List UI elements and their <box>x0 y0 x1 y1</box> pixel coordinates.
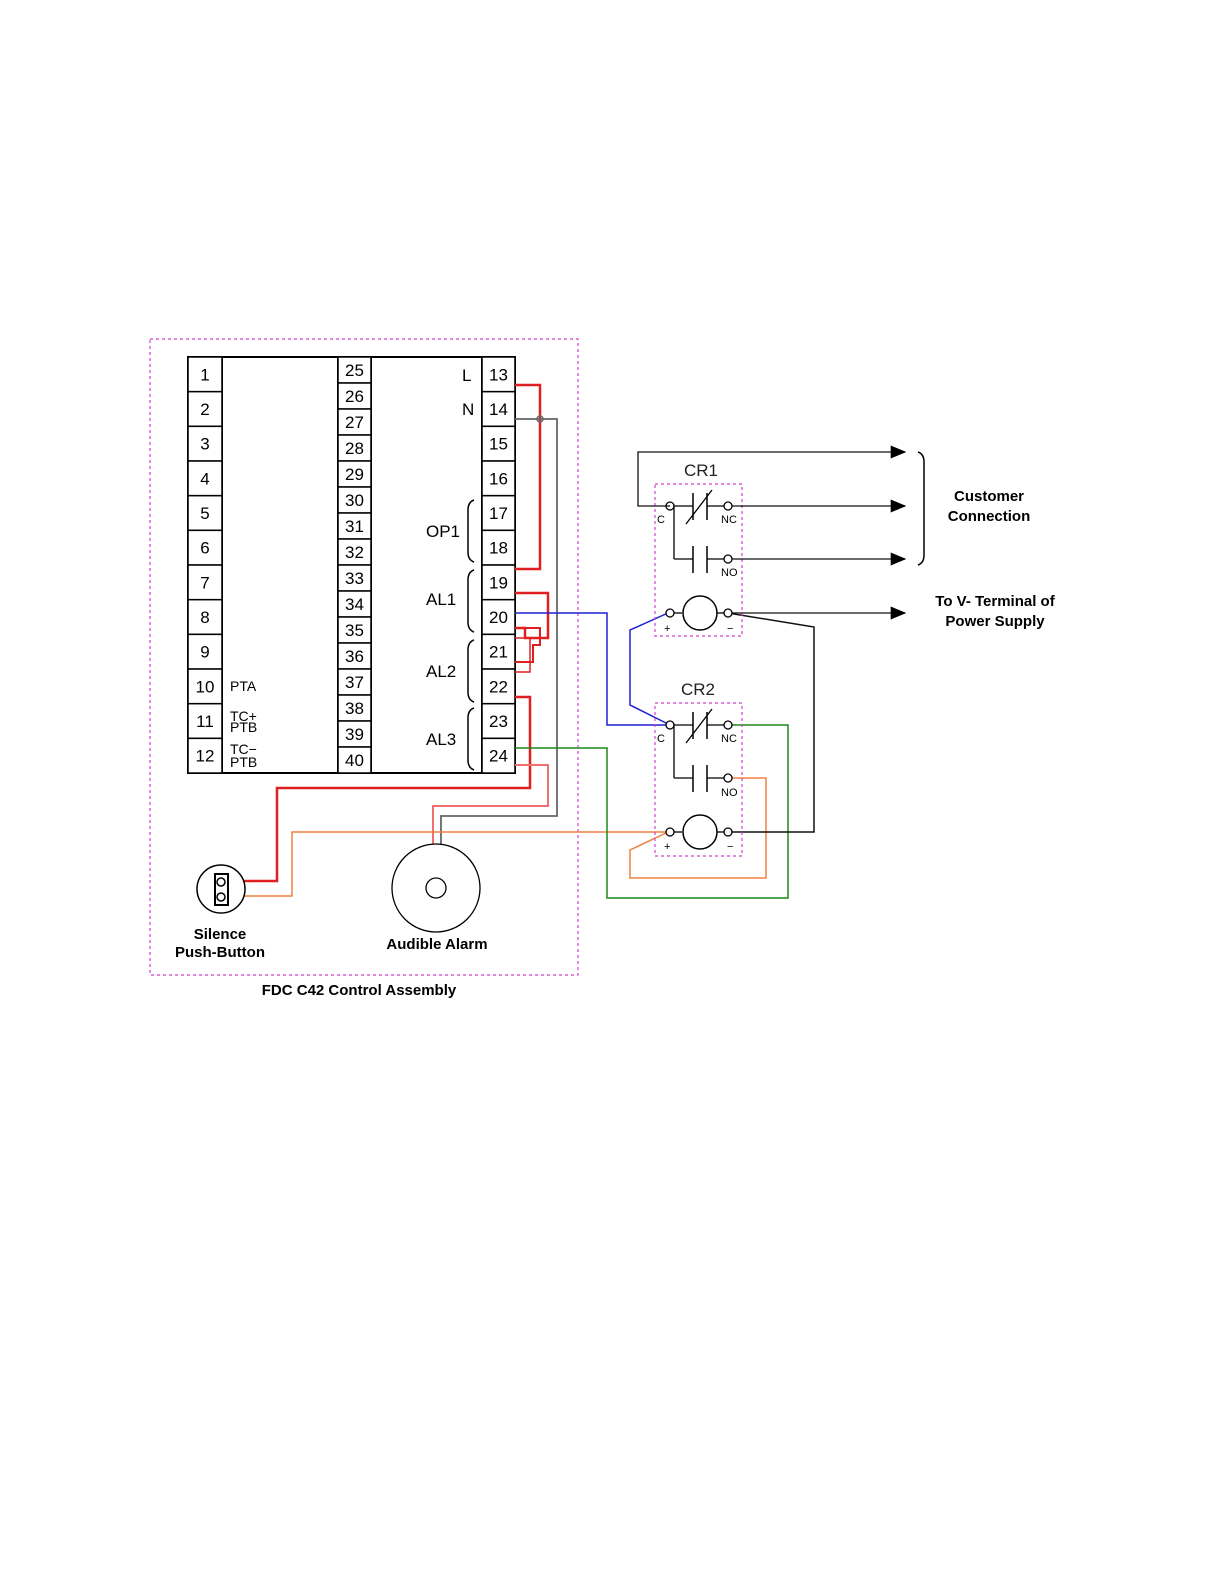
terminal-26: 26 <box>345 387 364 406</box>
terminal-20: 20 <box>489 608 508 627</box>
terminal-16: 16 <box>489 469 508 488</box>
group-al1: AL1 <box>426 590 456 609</box>
cr1-label: CR1 <box>684 461 718 480</box>
cr1-c-label: C <box>657 514 665 526</box>
cr1-coil <box>683 596 717 630</box>
silence-label-2: Push-Button <box>175 944 265 961</box>
label-n: N <box>462 400 474 419</box>
alarm-label: Audible Alarm <box>386 936 487 953</box>
terminal-5: 5 <box>200 504 209 523</box>
wire-red-20-21 <box>515 628 540 662</box>
terminal-29: 29 <box>345 465 364 484</box>
terminal-12: 12 <box>196 747 215 766</box>
terminal-32: 32 <box>345 543 364 562</box>
group-op1: OP1 <box>426 522 460 541</box>
middle-terminal-column: 25 26 27 28 29 30 31 32 33 34 35 36 37 38 39 40 <box>338 357 371 773</box>
terminal-23: 23 <box>489 712 508 731</box>
terminal-3: 3 <box>200 435 209 454</box>
assembly-label: FDC C42 Control Assembly <box>262 982 457 999</box>
wire-red-13-18 <box>515 385 540 569</box>
terminal-4: 4 <box>200 469 209 488</box>
terminal-34: 34 <box>345 595 364 614</box>
cr1-nc-label: NC <box>721 514 737 526</box>
label-l: L <box>462 366 471 385</box>
terminal-10: 10 <box>196 677 215 696</box>
customer-label-2: Connection <box>948 508 1031 525</box>
left-terminal-column: 123456789101112 <box>188 357 222 773</box>
vminus-label-2: Power Supply <box>945 613 1045 630</box>
cr2-c-label: C <box>657 733 665 745</box>
terminal-35: 35 <box>345 621 364 640</box>
group-al2: AL2 <box>426 662 456 681</box>
wire-black-coil-minus <box>728 613 814 832</box>
terminal-38: 38 <box>345 699 364 718</box>
terminal-17: 17 <box>489 504 508 523</box>
terminal-11: 11 <box>196 712 214 731</box>
terminal-25: 25 <box>345 361 364 380</box>
terminal-13: 13 <box>489 365 508 384</box>
cr2-no-label: NO <box>721 787 738 799</box>
cr2-plus: + <box>664 841 670 853</box>
terminal-9: 9 <box>200 643 209 662</box>
terminal-21: 21 <box>489 643 508 662</box>
wire-green-24-cr2nc <box>515 725 788 898</box>
label-ptb-12: PTB <box>230 754 257 770</box>
terminal-39: 39 <box>345 725 364 744</box>
terminal-14: 14 <box>489 400 508 419</box>
cr2-coil <box>683 815 717 849</box>
cr2-label: CR2 <box>681 680 715 699</box>
terminal-40: 40 <box>345 751 364 770</box>
terminal-22: 22 <box>489 677 508 696</box>
group-al3: AL3 <box>426 730 456 749</box>
cr1-minus: − <box>727 623 733 635</box>
silence-label-1: Silence <box>194 926 247 943</box>
vminus-label-1: To V- Terminal of <box>935 593 1055 610</box>
customer-brace <box>918 452 924 565</box>
label-ptb-11: PTB <box>230 719 257 735</box>
terminal-19: 19 <box>489 573 508 592</box>
terminal-33: 33 <box>345 569 364 588</box>
terminal-24: 24 <box>489 747 508 766</box>
customer-label-1: Customer <box>954 488 1024 505</box>
terminal-2: 2 <box>200 400 209 419</box>
right-terminal-column: 13 14 15 16 17 18 19 20 21 22 23 24 <box>482 357 515 773</box>
cr2-nc-label: NC <box>721 733 737 745</box>
terminal-36: 36 <box>345 647 364 666</box>
cr1-plus: + <box>664 623 670 635</box>
terminal-31: 31 <box>345 517 364 536</box>
wire-blue-20-cr2c <box>515 613 670 725</box>
terminal-15: 15 <box>489 435 508 454</box>
terminal-28: 28 <box>345 439 364 458</box>
terminal-18: 18 <box>489 539 508 558</box>
terminal-6: 6 <box>200 539 209 558</box>
cr2-minus: − <box>727 841 733 853</box>
cr1-no-label: NO <box>721 567 738 579</box>
terminal-7: 7 <box>200 573 209 592</box>
terminal-30: 30 <box>345 491 364 510</box>
terminal-1: 1 <box>200 365 209 384</box>
wire-red-19-20 <box>515 593 548 638</box>
terminal-27: 27 <box>345 413 364 432</box>
terminal-8: 8 <box>200 608 209 627</box>
label-pta: PTA <box>230 678 257 694</box>
terminal-37: 37 <box>345 673 364 692</box>
